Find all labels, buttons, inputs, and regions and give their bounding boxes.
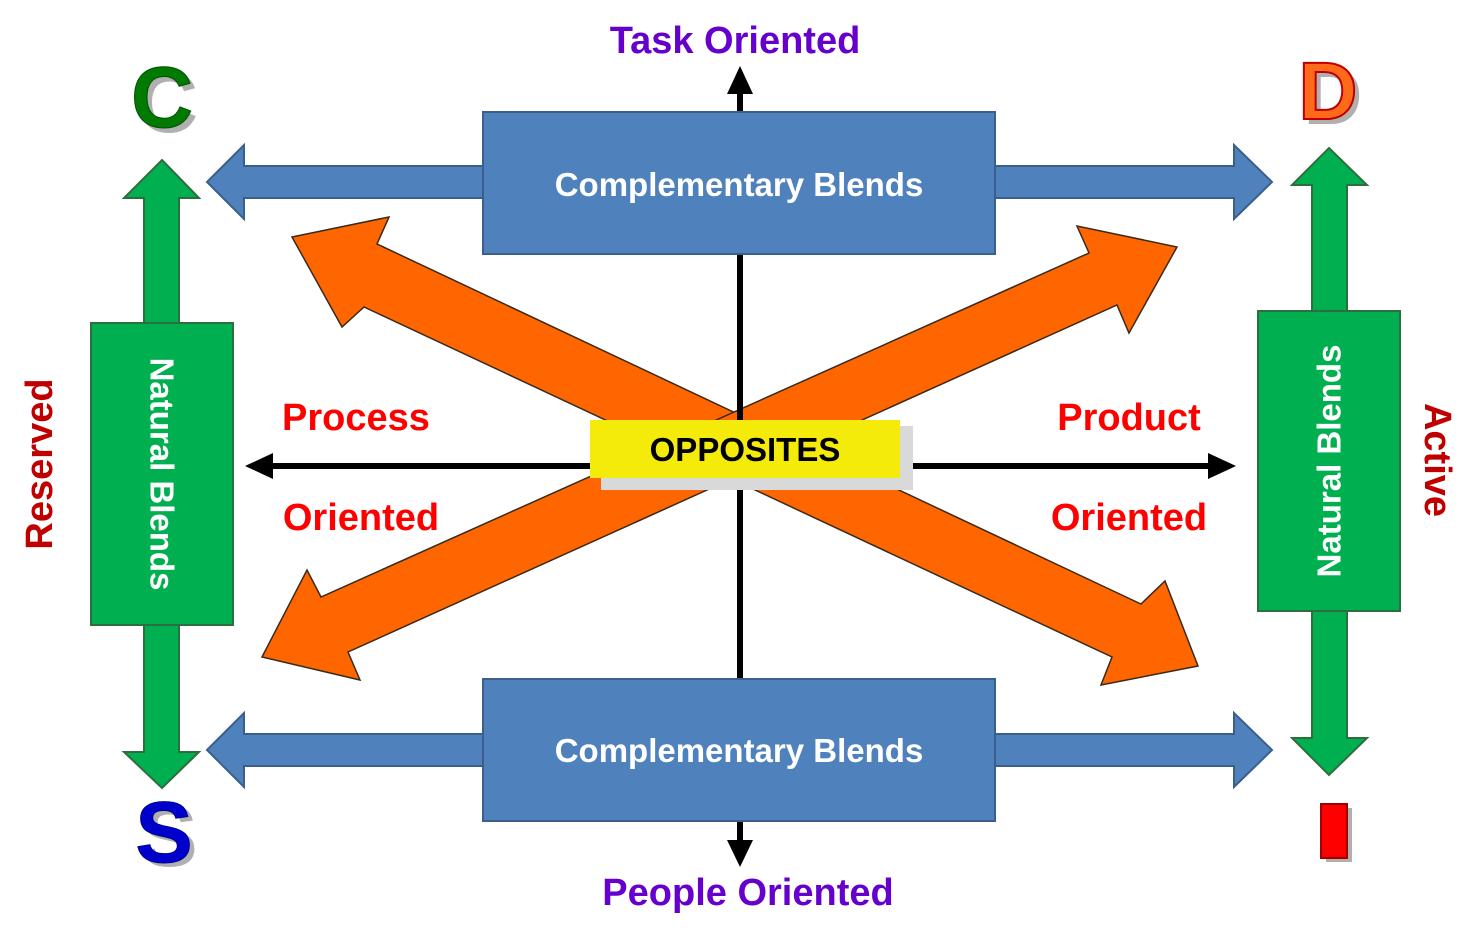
corner-s-shadow: S <box>140 789 197 885</box>
right-blends-label: Natural Blends <box>1311 345 1348 578</box>
product-oriented-label: Oriented <box>1051 497 1207 539</box>
people-oriented-label: People Oriented <box>602 872 893 914</box>
top-blends-label: Complementary Blends <box>555 166 924 203</box>
down-arrow-head <box>727 840 753 867</box>
bottom-blends-label: Complementary Blends <box>555 732 924 769</box>
corner-c-shadow: C <box>136 55 198 151</box>
right-blends-box <box>1257 310 1401 612</box>
corner-i <box>1320 803 1348 859</box>
corner-d-shadow: D <box>1303 51 1362 142</box>
active-label: Active <box>1416 403 1458 517</box>
left-blends-box <box>90 322 234 626</box>
bottom-blends-box <box>482 678 996 822</box>
left-blends-label: Natural Blends <box>144 358 181 591</box>
corner-d: D <box>1298 46 1357 137</box>
top-blends-box <box>482 111 996 255</box>
product-label: Product <box>1057 397 1201 439</box>
left-arrow-head <box>245 453 273 479</box>
process-oriented-label: Oriented <box>283 497 439 539</box>
opposites-label: OPPOSITES <box>650 431 841 468</box>
right-arrow-head <box>1208 453 1236 479</box>
corner-c: C <box>131 50 193 146</box>
task-oriented-label: Task Oriented <box>610 20 861 62</box>
opposites-box <box>590 420 900 478</box>
corner-s: S <box>135 785 192 881</box>
up-arrow-head <box>727 66 753 94</box>
reserved-label: Reserved <box>19 378 61 549</box>
process-label: Process <box>282 397 430 439</box>
